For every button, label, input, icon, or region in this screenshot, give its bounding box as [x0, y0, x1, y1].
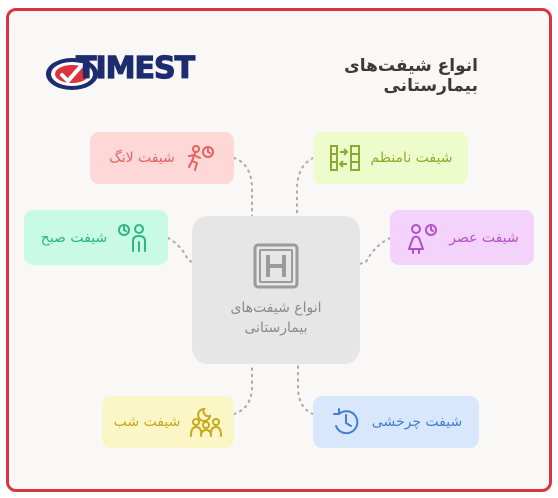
running-person-clock-icon — [187, 145, 214, 171]
shift-label-afternoon: شیفت عصر — [449, 229, 519, 246]
hospital-icon — [253, 243, 299, 289]
timest-logo: TIMEST — [44, 50, 196, 96]
shift-card-morning: شیفت صبح — [24, 210, 168, 265]
shift-label-morning: شیفت صبح — [40, 229, 108, 246]
rotating-clock-icon — [332, 408, 359, 435]
connector-long — [233, 157, 253, 219]
center-label: انواع شیفت‌های بیمارستانی — [230, 300, 322, 336]
shift-label-night: شیفت شب — [113, 414, 181, 430]
irregular-blocks-icon — [329, 145, 360, 171]
night-group-icon — [190, 407, 223, 437]
shift-card-afternoon: شیفت عصر — [390, 210, 534, 265]
person-morning-clock-icon — [118, 223, 147, 252]
person-afternoon-clock-icon — [408, 223, 438, 254]
connector-afternoon — [346, 237, 391, 269]
shift-label-long: شیفت لانگ — [109, 150, 175, 166]
logo-ring-icon — [46, 58, 98, 90]
shift-label-rotating: شیفت چرخشی — [371, 414, 463, 430]
logo-text: TIMEST — [75, 50, 195, 86]
connector-night — [233, 363, 253, 415]
center-node: انواع شیفت‌های بیمارستانی — [192, 216, 360, 364]
shift-card-irregular: شیفت نامنظم — [313, 132, 468, 184]
connector-irregular — [296, 157, 314, 219]
shift-card-long: شیفت لانگ — [90, 132, 234, 184]
page-title: انواع شیفت‌های بیمارستانی — [344, 56, 478, 96]
shift-card-night: شیفت شب — [102, 396, 234, 448]
shift-card-rotating: شیفت چرخشی — [313, 396, 479, 448]
connector-rotating — [297, 363, 314, 415]
shift-label-irregular: شیفت نامنظم — [370, 150, 453, 166]
